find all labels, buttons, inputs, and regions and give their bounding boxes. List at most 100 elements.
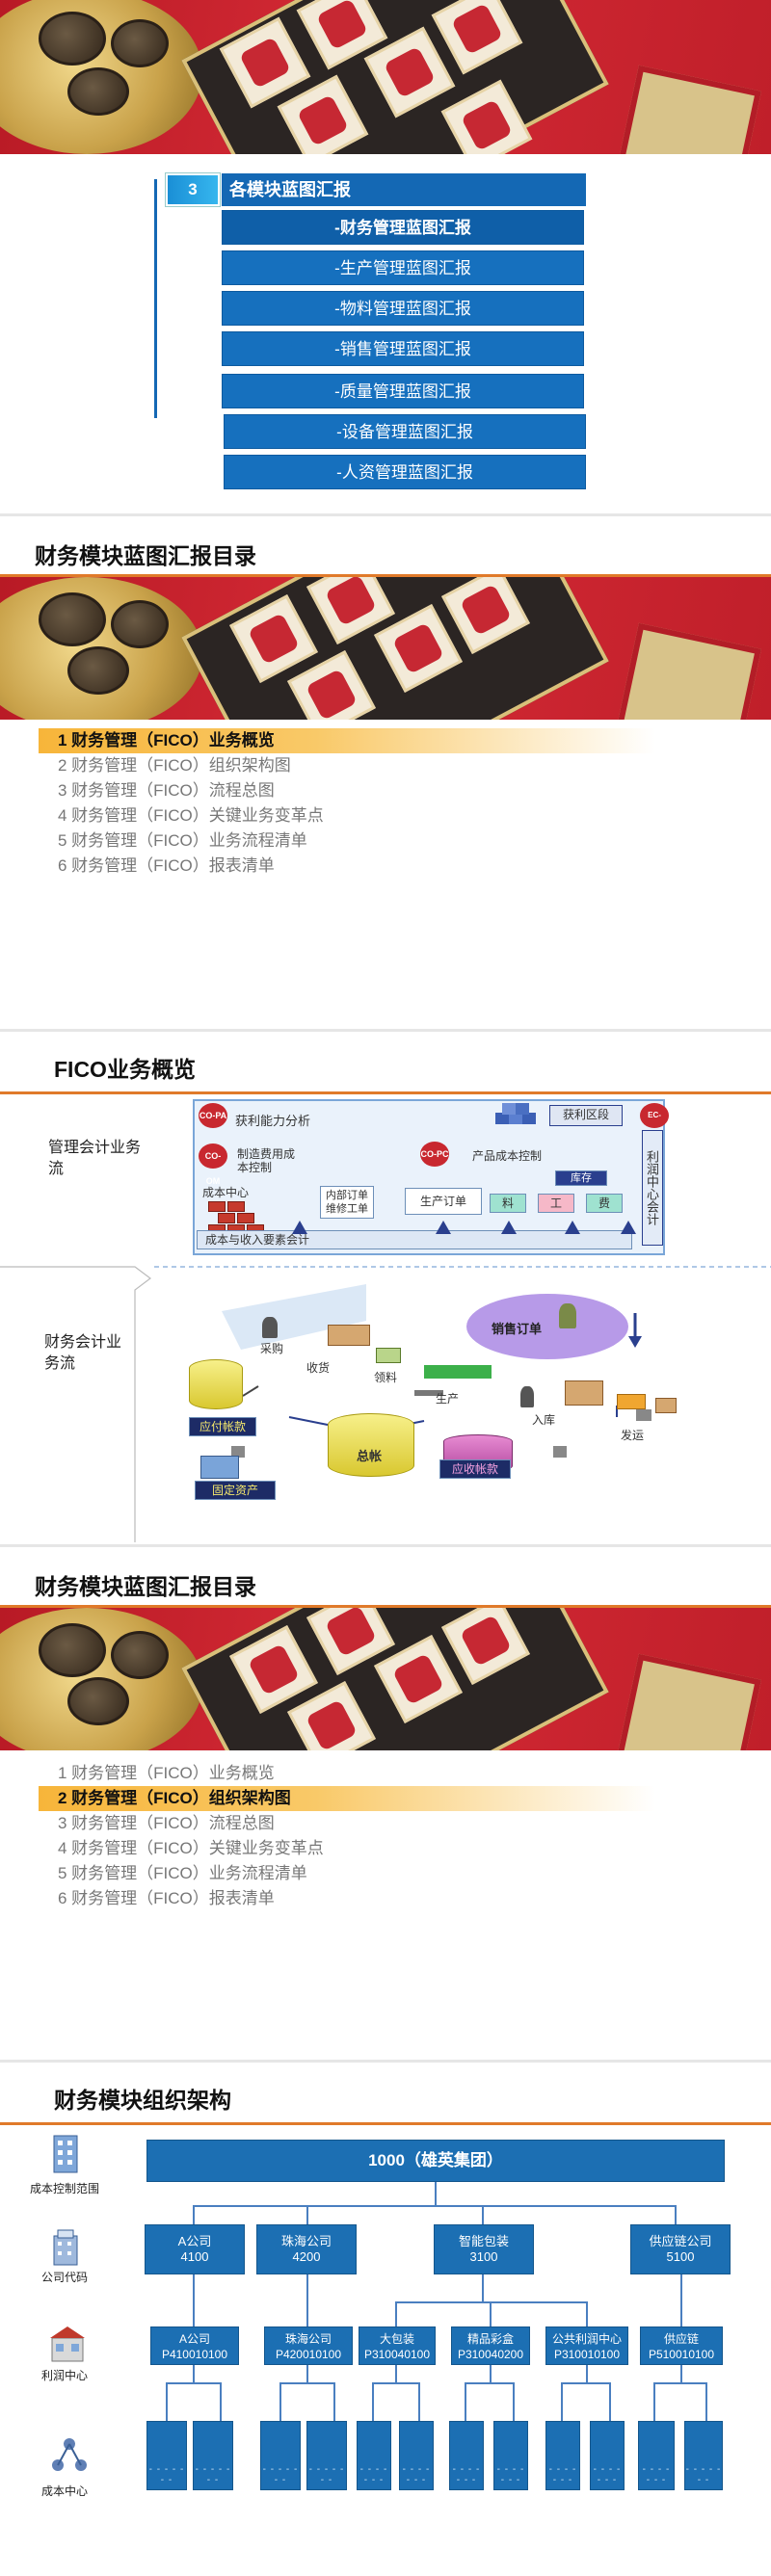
toc-item-3[interactable]: 3 财务管理（FICO）流程总图 <box>39 778 655 803</box>
menu-item-sales[interactable]: -销售管理蓝图汇报 <box>222 331 584 366</box>
boxes-icon <box>655 1398 677 1413</box>
profit-center-code: P310010100 <box>546 2347 627 2362</box>
cost-center-node[interactable]: - - - - - - - <box>146 2421 187 2490</box>
menu-item-quality[interactable]: -质量管理蓝图汇报 <box>222 374 584 408</box>
mooncake-banner <box>0 1608 771 1750</box>
profit-center-node[interactable]: 大包装 P310040100 <box>359 2326 436 2365</box>
cost-center-node[interactable]: - - - - - - - <box>306 2421 347 2490</box>
label-company-code: 公司代码 <box>21 2269 108 2285</box>
label-sales-order: 销售订单 <box>492 1319 542 1337</box>
profit-center-node[interactable]: 公共利润中心 P310010100 <box>545 2326 628 2365</box>
store-icon <box>48 2325 87 2363</box>
toc-item-3[interactable]: 3 财务管理（FICO）流程总图 <box>39 1811 655 1836</box>
toc-item-1[interactable]: 1 财务管理（FICO）业务概览 <box>39 728 655 753</box>
org-root-node[interactable]: 1000（雄英集团） <box>146 2140 725 2182</box>
label-purchase: 采购 <box>260 1340 283 1356</box>
forklift-icon <box>617 1394 646 1409</box>
label-ap: 应付帐款 <box>199 1420 246 1433</box>
profit-center-node[interactable]: 供应链 P510010100 <box>640 2326 723 2365</box>
cost-center-node[interactable]: - - - - - - - <box>684 2421 723 2490</box>
building-icon <box>46 2132 85 2174</box>
label-fixed-assets: 固定资产 <box>212 1484 258 1497</box>
company-name: A公司 <box>146 2234 244 2249</box>
ap-label-box: 应付帐款 <box>189 1417 256 1436</box>
slide-title: 财务模块组织架构 <box>54 2082 231 2115</box>
profit-center-node[interactable]: 珠海公司 P420010100 <box>264 2326 353 2365</box>
network-icon <box>50 2436 89 2475</box>
section-number: 3 <box>166 173 220 206</box>
slide-toc-1: 财务模块蓝图汇报目录 1 财务管理（FICO）业务概览 2 财务管理（FICO）… <box>0 516 771 1029</box>
office-icon <box>48 2228 83 2267</box>
mooncake-banner <box>0 577 771 720</box>
cost-center-node[interactable]: - - - - - - - <box>193 2421 233 2490</box>
company-node[interactable]: 供应链公司 5100 <box>630 2224 731 2274</box>
section-heading: 各模块蓝图汇报 <box>222 173 586 206</box>
building-icon <box>200 1456 239 1479</box>
menu-item-material[interactable]: -物料管理蓝图汇报 <box>222 291 584 326</box>
cost-center-node[interactable]: - - - - - - - <box>449 2421 484 2490</box>
slide-toc-2: 财务模块蓝图汇报目录 1 财务管理（FICO）业务概览 2 财务管理（FICO）… <box>0 1547 771 2060</box>
title-rule <box>0 2122 771 2125</box>
org-root-label: 1000（雄英集团） <box>368 2151 503 2169</box>
person-icon <box>520 1386 534 1407</box>
toc-item-1[interactable]: 1 财务管理（FICO）业务概览 <box>39 1761 655 1786</box>
profit-center-name: A公司 <box>151 2331 238 2347</box>
cost-center-node[interactable]: - - - - - - - <box>545 2421 580 2490</box>
slide-title: 财务模块蓝图汇报目录 <box>35 538 256 570</box>
ar-label-box: 应收帐款 <box>439 1459 511 1479</box>
company-node[interactable]: 智能包装 3100 <box>434 2224 534 2274</box>
profit-center-name: 精品彩盒 <box>452 2331 529 2347</box>
slide-title: 财务模块蓝图汇报目录 <box>35 1568 256 1601</box>
toc-item-5[interactable]: 5 财务管理（FICO）业务流程清单 <box>39 828 655 854</box>
menu-divider <box>154 179 157 418</box>
cost-center-node[interactable]: - - - - - - - <box>357 2421 391 2490</box>
profit-center-name: 公共利润中心 <box>546 2331 627 2347</box>
toc-item-5[interactable]: 5 财务管理（FICO）业务流程清单 <box>39 1861 655 1886</box>
slide-org-chart: 财务模块组织架构 成本控制范围 公司代码 利润中心 成本中心 1000（雄英集团… <box>0 2063 771 2576</box>
toc-item-4[interactable]: 4 财务管理（FICO）关键业务变革点 <box>39 803 655 828</box>
company-code: 5100 <box>631 2249 730 2265</box>
menu-item-equipment[interactable]: -设备管理蓝图汇报 <box>224 414 586 449</box>
profit-center-code: P420010100 <box>265 2347 352 2362</box>
person-icon <box>262 1317 278 1338</box>
gl-cylinder <box>328 1413 414 1477</box>
cost-center-node[interactable]: - - - - - - - <box>638 2421 675 2490</box>
label-ship: 发运 <box>621 1427 644 1443</box>
toc-item-4[interactable]: 4 财务管理（FICO）关键业务变革点 <box>39 1836 655 1861</box>
label-production: 生产 <box>436 1390 459 1406</box>
boxes-icon <box>376 1348 401 1363</box>
toc-list: 1 财务管理（FICO）业务概览 2 财务管理（FICO）组织架构图 3 财务管… <box>39 728 655 879</box>
company-code: 4200 <box>257 2249 356 2265</box>
company-code: 4100 <box>146 2249 244 2265</box>
profit-center-node[interactable]: A公司 P410010100 <box>150 2326 239 2365</box>
profit-center-code: P410010100 <box>151 2347 238 2362</box>
menu-item-hr[interactable]: -人资管理蓝图汇报 <box>224 455 586 489</box>
menu-item-production[interactable]: -生产管理蓝图汇报 <box>222 250 584 285</box>
label-profit-center: 利润中心 <box>21 2367 108 2383</box>
cost-center-node[interactable]: - - - - - - - <box>260 2421 301 2490</box>
profit-center-name: 供应链 <box>641 2331 722 2347</box>
menu-item-finance[interactable]: -财务管理蓝图汇报 <box>222 210 584 245</box>
cost-center-node[interactable]: - - - - - - - <box>493 2421 528 2490</box>
company-node[interactable]: A公司 4100 <box>145 2224 245 2274</box>
label-issue: 领料 <box>374 1369 397 1385</box>
profit-center-name: 珠海公司 <box>265 2331 352 2347</box>
toc-item-6[interactable]: 6 财务管理（FICO）报表清单 <box>39 1886 655 1911</box>
company-code: 3100 <box>435 2249 533 2265</box>
ap-cylinder <box>189 1359 243 1409</box>
mooncake-banner <box>0 0 771 154</box>
label-cost-control-area: 成本控制范围 <box>21 2180 108 2196</box>
company-name: 供应链公司 <box>631 2234 730 2249</box>
cost-center-node[interactable]: - - - - - - - <box>590 2421 625 2490</box>
profit-center-code: P310040100 <box>359 2347 435 2362</box>
profit-center-code: P310040200 <box>452 2347 529 2362</box>
profit-center-node[interactable]: 精品彩盒 P310040200 <box>451 2326 530 2365</box>
toc-item-2[interactable]: 2 财务管理（FICO）组织架构图 <box>39 753 655 778</box>
slide-agenda: 3 各模块蓝图汇报 -财务管理蓝图汇报 -生产管理蓝图汇报 -物料管理蓝图汇报 … <box>0 0 771 513</box>
label-cost-center: 成本中心 <box>21 2483 108 2499</box>
toc-item-6[interactable]: 6 财务管理（FICO）报表清单 <box>39 854 655 879</box>
company-node[interactable]: 珠海公司 4200 <box>256 2224 357 2274</box>
toc-item-2[interactable]: 2 财务管理（FICO）组织架构图 <box>39 1786 655 1811</box>
cost-center-node[interactable]: - - - - - - - <box>399 2421 434 2490</box>
label-receive: 收货 <box>306 1359 330 1376</box>
